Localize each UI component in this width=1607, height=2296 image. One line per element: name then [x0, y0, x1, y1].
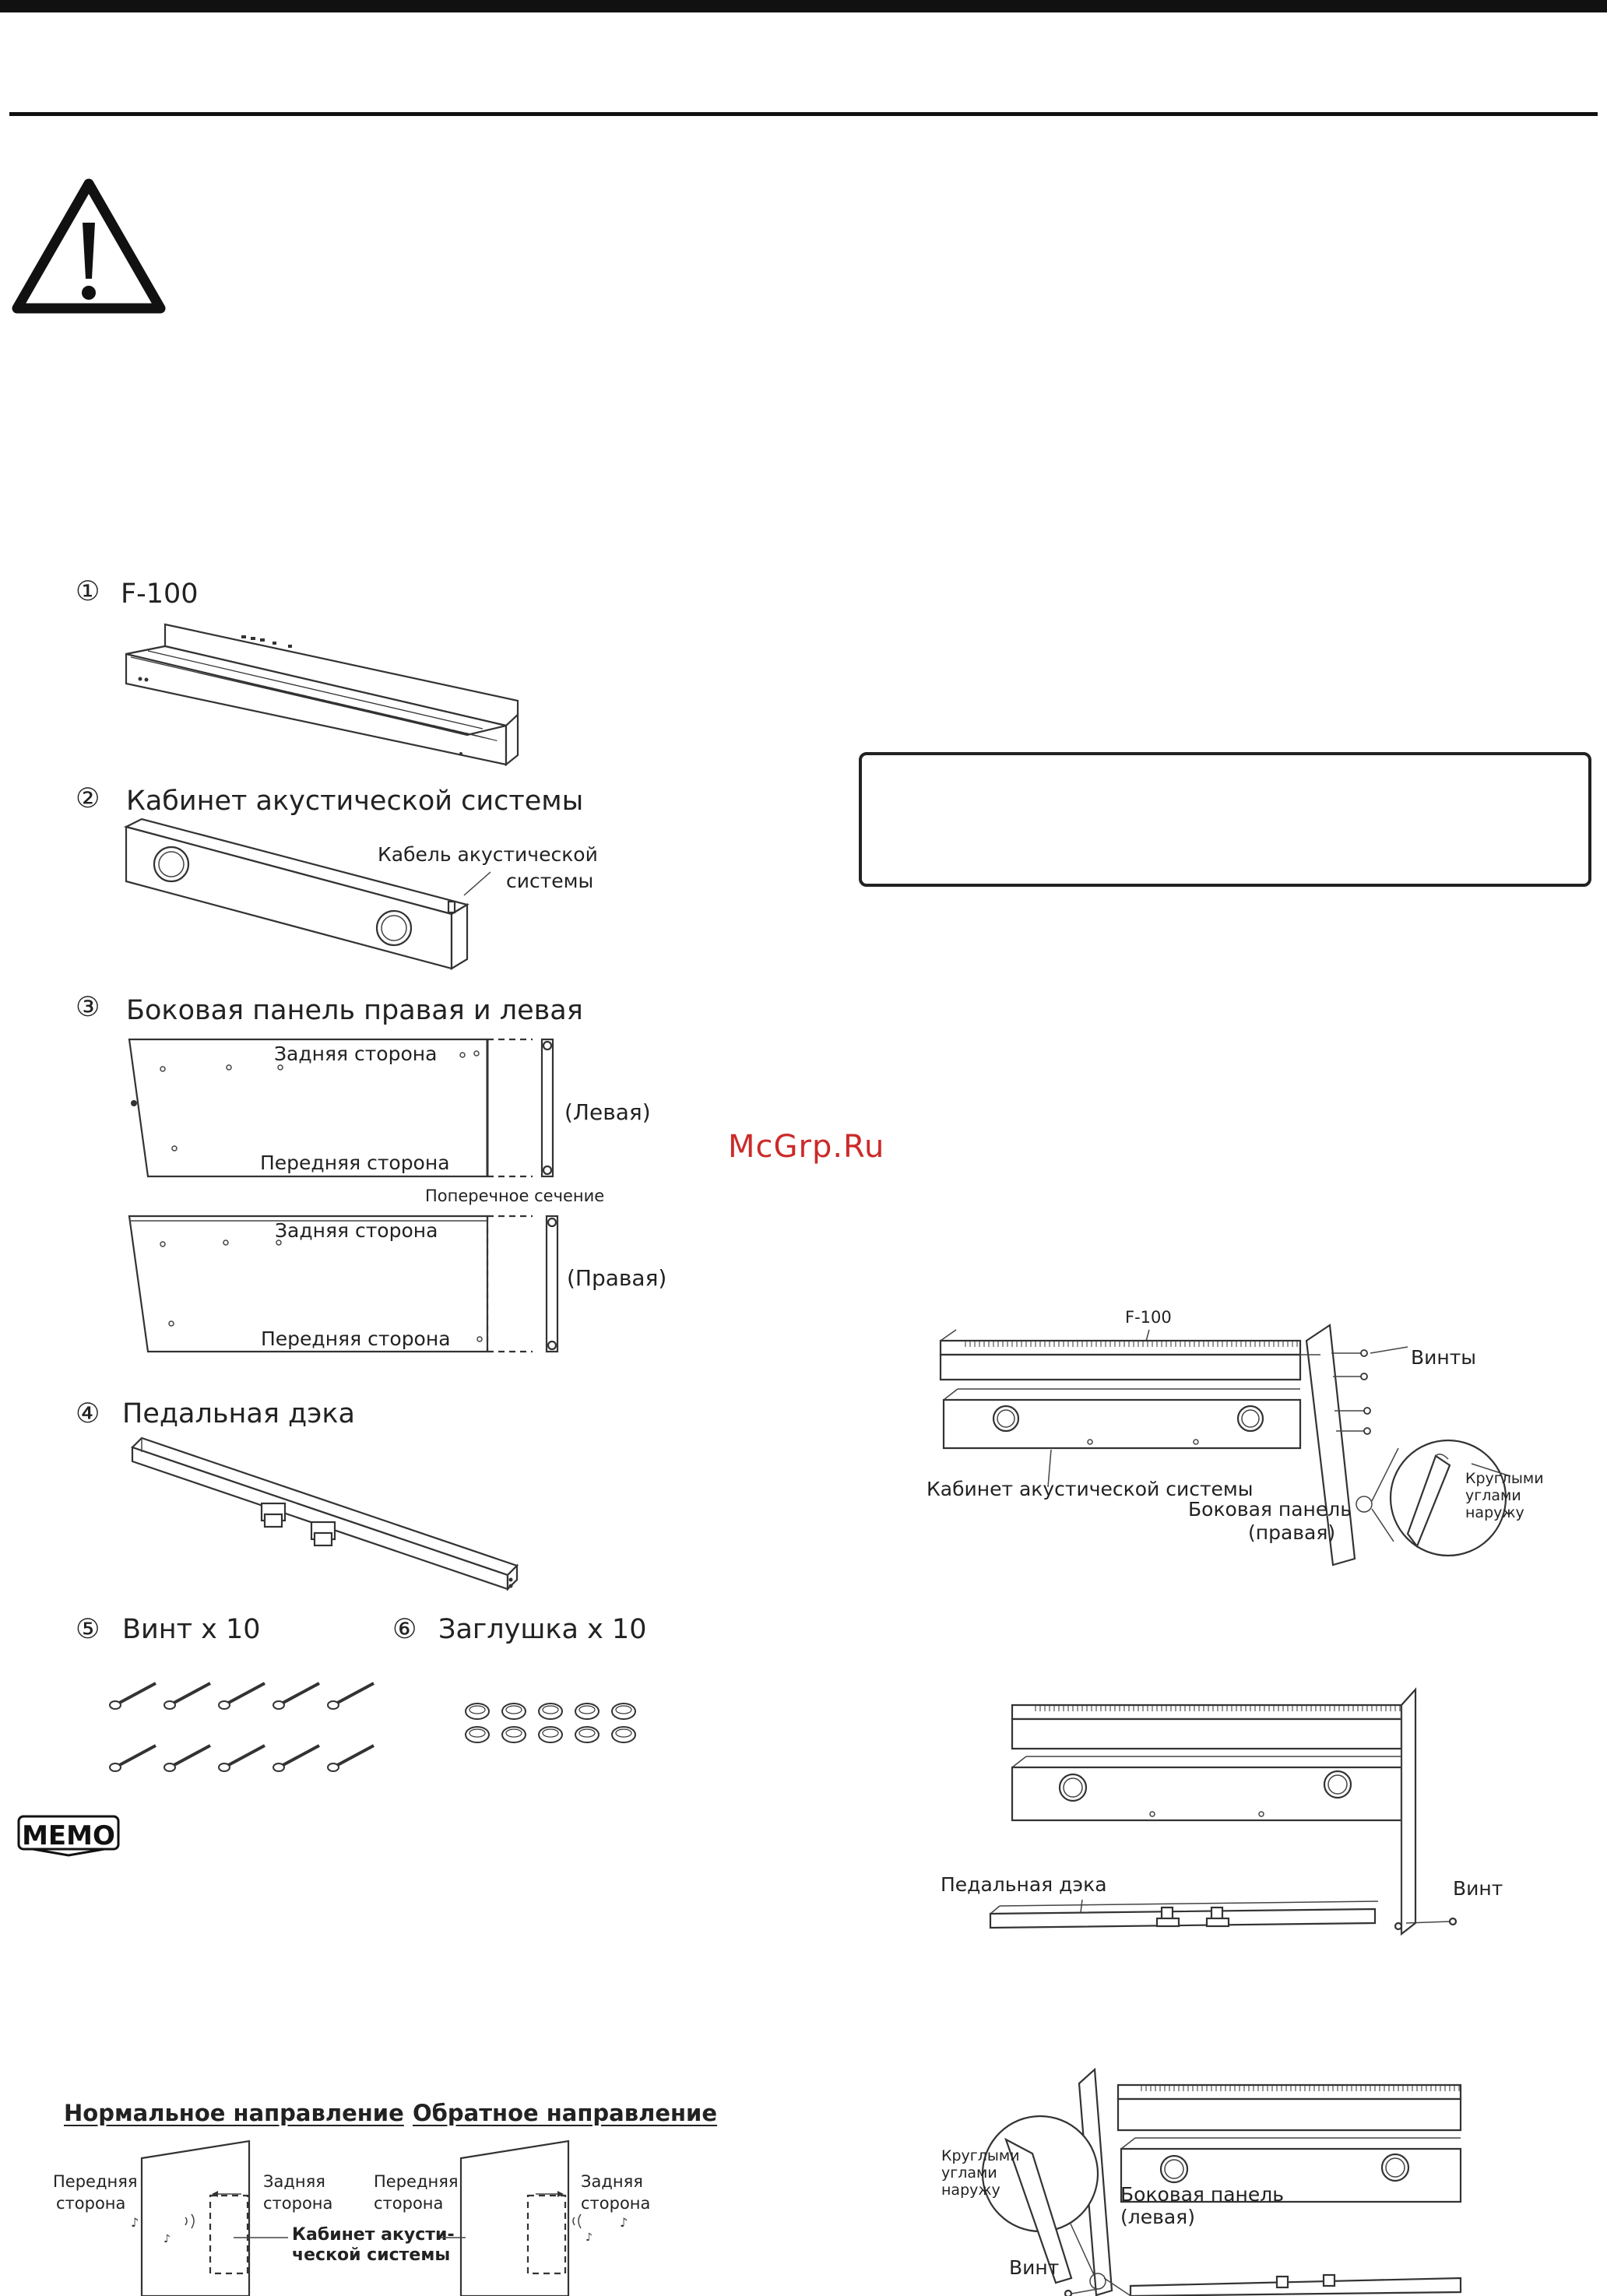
reverse-direction-drawing: ♪ ♪: [459, 2140, 628, 2296]
right-front-side: Передняя сторона: [261, 1327, 451, 1350]
item2-label: Кабинет акустической системы: [126, 786, 584, 817]
reverse-front-1: Передняя: [374, 2172, 459, 2191]
item4-number: ④: [76, 1398, 100, 1429]
normal-front-2: сторона: [56, 2194, 126, 2213]
normal-back-2: сторона: [263, 2194, 333, 2213]
asm1-f100-label: F-100: [1125, 1308, 1172, 1327]
item1-label: F-100: [121, 578, 199, 610]
svg-text:♪: ♪: [585, 2231, 593, 2244]
reverse-front-2: сторона: [374, 2194, 444, 2213]
svg-text:♪: ♪: [164, 2233, 171, 2245]
right-panel-drawing: [128, 1215, 559, 1353]
asm1-panel-label-2: (правая): [1248, 1521, 1336, 1544]
cross-section-label: Поперечное сечение: [425, 1187, 605, 1205]
item2-number: ②: [76, 783, 100, 814]
asm3-screw-label: Винт: [1009, 2256, 1060, 2279]
asm1-rounded-1: Круглыми: [1465, 1470, 1544, 1487]
reverse-back-2: сторона: [581, 2194, 651, 2213]
asm3-panel-label-1: Боковая панель: [1120, 2183, 1284, 2206]
right-panel-label: (Правая): [567, 1265, 667, 1291]
asm1-screws-label: Винты: [1411, 1346, 1477, 1369]
normal-front-1: Передняя: [53, 2172, 138, 2191]
item3-number: ③: [76, 992, 100, 1023]
cabinet-drawing: [123, 817, 491, 970]
item6-label: Заглушка x 10: [438, 1614, 647, 1645]
asm1-cabinet-label: Кабинет акустической системы: [927, 1478, 1254, 1500]
left-panel-label: (Левая): [564, 1099, 651, 1125]
warning-icon: [12, 178, 166, 314]
svg-text:♪: ♪: [131, 2215, 139, 2230]
asm2-pedal-label: Педальная дэка: [941, 1873, 1107, 1896]
speaker-cable-label-2: системы: [506, 870, 594, 892]
item1-number: ①: [76, 576, 100, 607]
assembly-step2-drawing: [989, 1687, 1458, 1936]
asm3-rounded-3: наружу: [941, 2182, 1000, 2199]
note-box: [859, 752, 1591, 887]
reverse-direction-heading: Обратное направление: [413, 2100, 718, 2126]
asm1-rounded-2: углами: [1465, 1487, 1521, 1504]
asm2-screw-label: Винт: [1453, 1877, 1503, 1900]
item5-number: ⑤: [76, 1614, 100, 1645]
memo-icon: MEMO: [17, 1815, 120, 1857]
svg-text:MEMO: MEMO: [22, 1820, 115, 1851]
assembly-step3-drawing: [981, 2067, 1462, 2296]
right-back-side: Задняя сторона: [275, 1219, 438, 1242]
left-back-side: Задняя сторона: [274, 1043, 438, 1065]
asm1-rounded-3: наружу: [1465, 1504, 1524, 1521]
item6-number: ⑥: [392, 1614, 417, 1645]
left-panel-drawing: [128, 1038, 554, 1178]
item4-label: Педальная дэка: [122, 1398, 356, 1429]
cabinet-label-2: ческой системы: [292, 2245, 451, 2265]
cabinet-label-pointers: [234, 2237, 466, 2238]
header-rule: [9, 112, 1598, 116]
caps-drawing: [465, 1703, 636, 1743]
asm3-panel-label-2: (левая): [1120, 2206, 1195, 2228]
pedal-deck-drawing: [130, 1436, 519, 1591]
normal-direction-drawing: ♪ ♪: [131, 2140, 251, 2296]
normal-direction-heading: Нормальное направление: [64, 2100, 404, 2126]
speaker-cable-label-1: Кабель акустической: [378, 843, 598, 866]
assembly-step1-drawing: [939, 1324, 1511, 1566]
asm1-panel-label-1: Боковая панель: [1188, 1498, 1352, 1521]
normal-back-1: Задняя: [263, 2172, 325, 2191]
left-front-side: Передняя сторона: [260, 1152, 450, 1174]
screws-drawing: [109, 1682, 374, 1772]
cabinet-label-1: Кабинет акусти-: [292, 2225, 455, 2245]
watermark-text: McGrp.Ru: [728, 1129, 885, 1165]
reverse-back-1: Задняя: [581, 2172, 643, 2191]
item3-label: Боковая панель правая и левая: [126, 995, 583, 1026]
asm3-rounded-1: Круглыми: [941, 2147, 1020, 2164]
piano-drawing: [125, 623, 519, 767]
svg-text:♪: ♪: [620, 2215, 628, 2230]
item5-label: Винт x 10: [122, 1614, 261, 1645]
asm3-rounded-2: углами: [941, 2164, 997, 2182]
top-bar: [0, 0, 1607, 12]
